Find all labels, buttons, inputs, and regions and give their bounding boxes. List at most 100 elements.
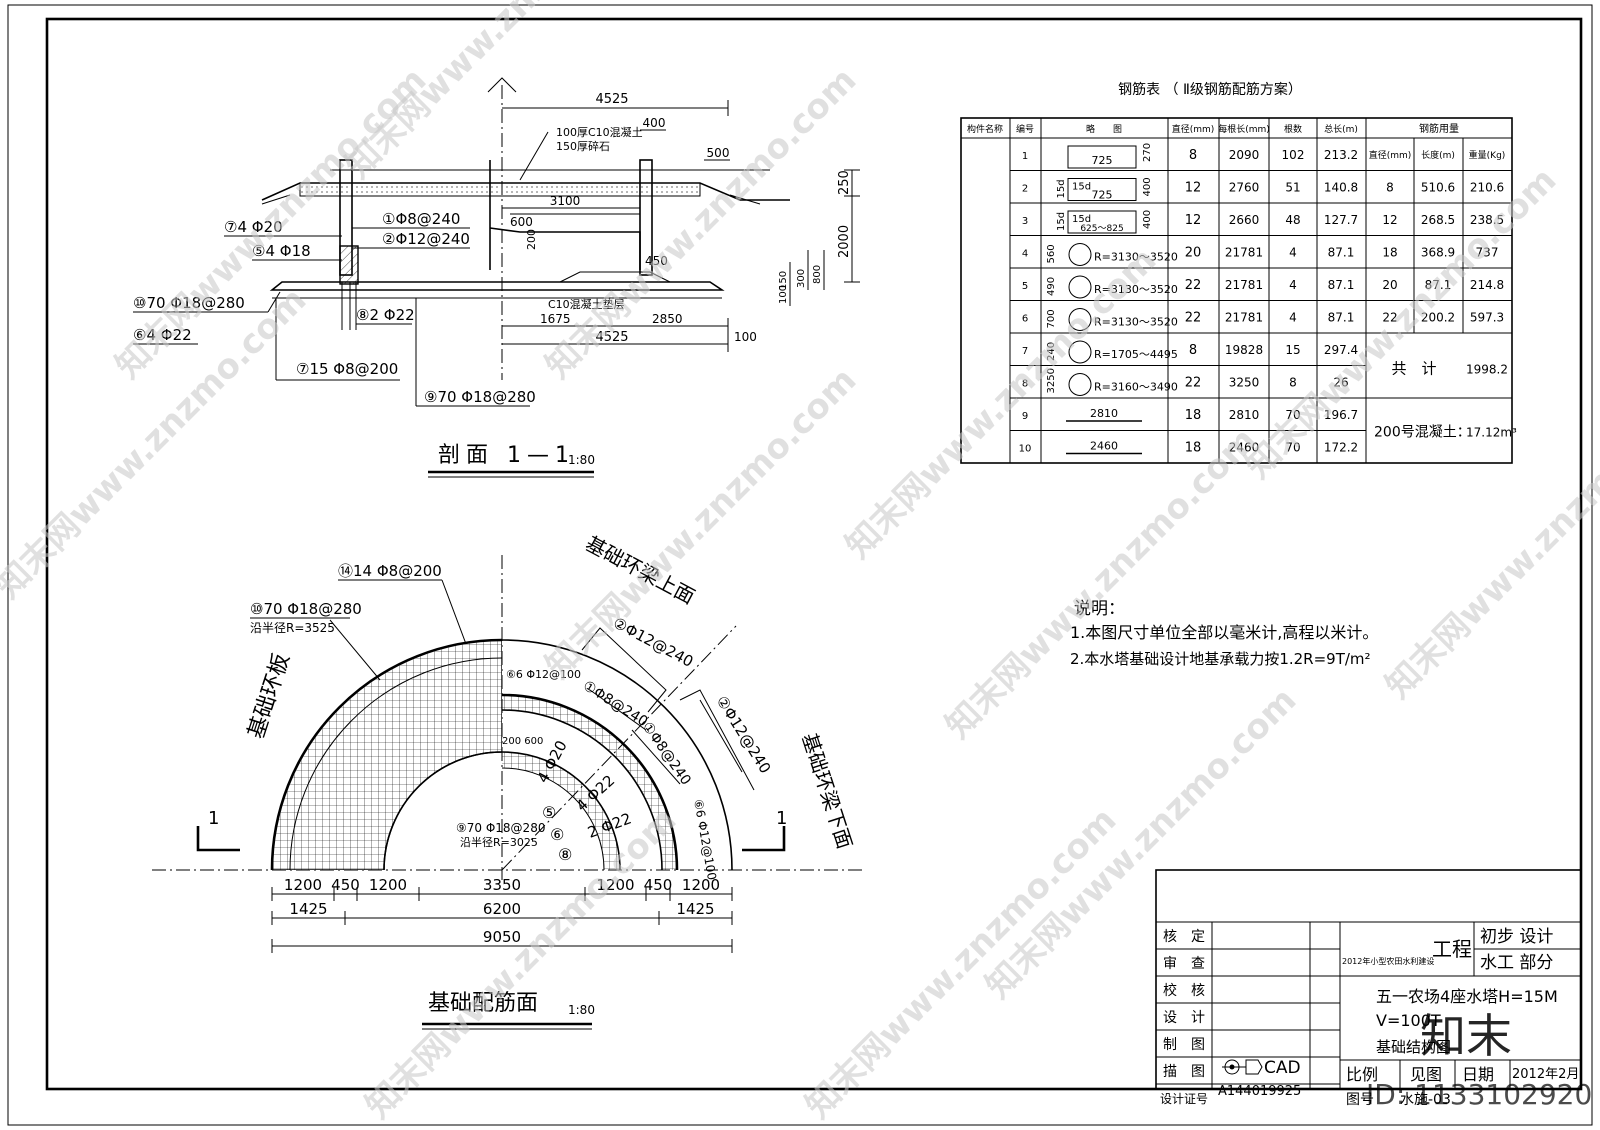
table-cell-count: 4 <box>1289 246 1297 260</box>
sketch-text: 400 <box>1142 177 1153 196</box>
sketch-ring-icon <box>1068 243 1092 266</box>
watermark-text: 知末网www.znzmo.com <box>538 360 864 686</box>
table-header-cell: 总长(m) <box>1324 123 1358 135</box>
tb-role: 描 图 <box>1163 1064 1205 1080</box>
plan-label-6b: ⑥6 Φ12@100 <box>691 798 719 881</box>
table-cell-dia: 22 <box>1185 376 1202 391</box>
sketch-ring-icon <box>1068 373 1092 396</box>
sketch-stirrup <box>1067 178 1137 201</box>
table-cell-no: 10 <box>1019 444 1032 455</box>
plan-label-2b: ②Φ12@240 <box>713 693 775 777</box>
table-cell-count: 70 <box>1285 441 1300 455</box>
usage-weight: 238.5 <box>1470 213 1504 227</box>
table-cell-total: 26 <box>1333 376 1348 390</box>
usage-len: 268.5 <box>1421 213 1455 227</box>
stem-wall-right <box>639 159 653 276</box>
watermark-text: 知末网www.znzmo.com <box>358 800 684 1126</box>
title-block-frame <box>1155 869 1582 1090</box>
usage-dia: 20 <box>1382 278 1397 292</box>
sketch-text: 725 <box>1092 189 1113 202</box>
table-cell-count: 4 <box>1289 311 1297 325</box>
dim-text: 450 <box>644 876 673 894</box>
table-cell-dia: 18 <box>1185 408 1202 423</box>
table-cell-no: 1 <box>1022 151 1028 162</box>
plan-label-n8: ⑧ <box>558 845 572 864</box>
watermark-text: 知末网www.znzmo.com <box>938 420 1264 746</box>
plan-label-n6: ⑥ <box>550 825 564 844</box>
plan-label-n5: ⑤ <box>542 803 556 822</box>
usage-len: 87.1 <box>1425 278 1452 292</box>
plan-label-9: ⑨70 Φ18@280 <box>456 821 545 835</box>
sketch-text: R=3130～3520 <box>1094 316 1178 329</box>
tb-scale-label: 比例 <box>1346 1065 1378 1084</box>
table-cell-total: 297.4 <box>1324 343 1358 357</box>
tb-date-label: 日期 <box>1462 1065 1494 1084</box>
sketch-stirrup <box>1067 210 1137 234</box>
cut-mark-right <box>742 826 786 852</box>
tb-cad-label: CAD <box>1264 1058 1301 1078</box>
tb-role: 制 图 <box>1163 1037 1205 1053</box>
sketch-text: R=3130～3520 <box>1094 283 1178 296</box>
section-title: 剖面 1—1 <box>438 443 575 468</box>
table-cell-count: 51 <box>1285 181 1300 195</box>
sketch-text: 725 <box>1092 154 1113 167</box>
rebar-label-6: ⑥4 Φ22 <box>133 326 192 344</box>
table-cell-len: 2460 <box>1229 441 1260 455</box>
sketch-text: 15d <box>1056 212 1067 231</box>
dim-3100: 3100 <box>550 194 581 208</box>
tb-role: 校 核 <box>1163 982 1205 999</box>
ring-beam-outer-arc <box>501 639 733 871</box>
sketch-text: 15d <box>1072 182 1091 193</box>
dim-600: 600 <box>510 215 533 229</box>
tb-fig-label: 图号 <box>1346 1092 1374 1108</box>
note-c10: 100厚C10混凝土 <box>556 125 643 139</box>
watermark-text: 知末网www.znzmo.com <box>798 800 1124 1126</box>
dim-text: 1200 <box>596 876 634 894</box>
plan-radius-outer: 沿半径R=3525 <box>250 621 335 635</box>
table-header-cell: 根数 <box>1284 123 1302 135</box>
table-cell-no: 7 <box>1022 346 1028 357</box>
dim-100-right: 100 <box>734 330 757 344</box>
table-cell-count: 4 <box>1289 278 1297 292</box>
table-cell-no: 2 <box>1022 184 1028 195</box>
sketch-text: 560 <box>1046 244 1057 263</box>
usage-weight: 737 <box>1476 246 1499 260</box>
usage-dia: 22 <box>1382 311 1397 325</box>
rebar-label-10: ⑩70 Φ18@280 <box>133 294 245 312</box>
usage-weight: 214.8 <box>1470 278 1504 292</box>
plan-dim-200-600: 200 600 <box>502 736 543 747</box>
table-cell-dia: 12 <box>1185 213 1202 228</box>
table-cell-dia: 20 <box>1185 246 1202 261</box>
dim-text: 450 <box>331 876 360 894</box>
note-gravel: 150厚碎石 <box>556 139 610 153</box>
usage-dia: 18 <box>1382 246 1397 260</box>
notes-item-1: 1.本图尺寸单位全部以毫米计,高程以米计。 <box>1070 623 1378 642</box>
sketch-ring-icon <box>1068 340 1092 364</box>
plan-title: 基础配筋面 <box>428 991 538 1016</box>
sketch-text: 625～825 <box>1080 224 1123 234</box>
table-cell-len: 21781 <box>1225 246 1263 260</box>
tb-scale-value: 见图 <box>1410 1065 1442 1084</box>
usage-dia: 12 <box>1382 213 1397 227</box>
table-usage-header: 直径(mm) <box>1369 149 1412 161</box>
outer-border <box>7 4 1593 1126</box>
watermark-text: 知末网www.znzmo.com <box>538 60 864 386</box>
inner-border <box>45 17 1583 1091</box>
usage-weight: 210.6 <box>1470 181 1504 195</box>
notes-item-2: 2.本水塔基础设计地基承载力按1.2R=9T/m² <box>1070 650 1371 668</box>
table-cell-len: 3250 <box>1229 376 1260 390</box>
dim-250: 250 <box>837 170 852 195</box>
table-cell-len: 21781 <box>1225 311 1263 325</box>
usage-dia: 8 <box>1386 181 1394 195</box>
plan-label-10: ⑩70 Φ18@280 <box>250 600 362 618</box>
table-cell-total: 213.2 <box>1324 148 1358 162</box>
brand-id: ID: 1133102920 <box>1366 1078 1592 1111</box>
plan-label-beam-bottom: 基础环梁下面 <box>797 730 857 852</box>
section-view: 4525 400 500 100厚C10混凝土 150厚碎石 3100 600 … <box>133 77 860 478</box>
plan-label-6a: ⑥6 Φ12@100 <box>506 668 581 681</box>
table-cell-no: 4 <box>1022 249 1028 260</box>
table-cell-count: 15 <box>1285 343 1300 357</box>
plan-label-14: ⑭14 Φ8@200 <box>338 562 442 580</box>
table-cell-dia: 8 <box>1189 343 1197 358</box>
table-cell-dia: 22 <box>1185 278 1202 293</box>
